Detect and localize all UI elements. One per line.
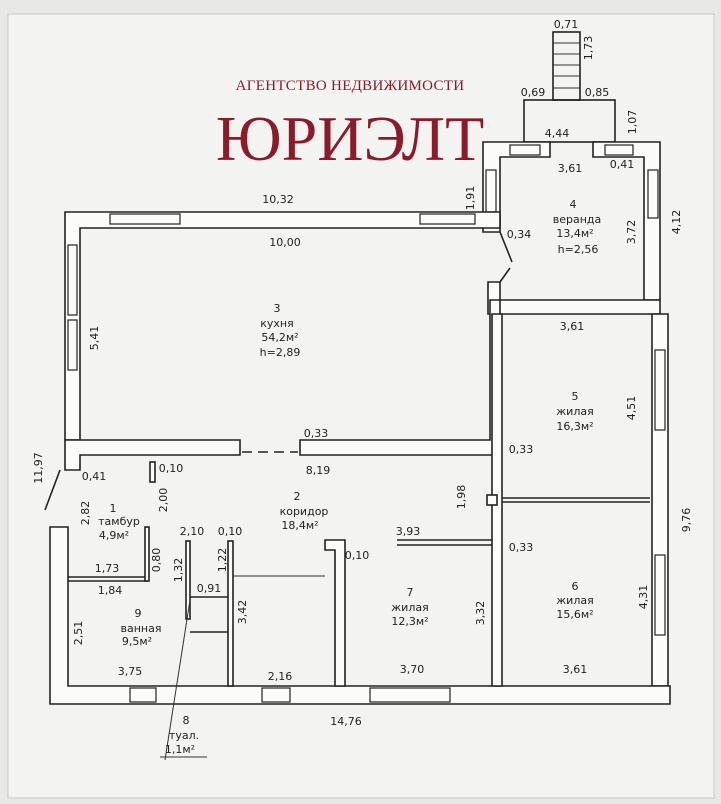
- dim-room7-side: 3,32: [474, 601, 487, 626]
- dim-door: 0,80: [150, 548, 163, 573]
- dim-tambur-height: 2,82: [79, 501, 92, 526]
- dim-bath-height: 3,42: [236, 600, 249, 625]
- room-3-area: 54,2м²: [261, 331, 298, 344]
- room-9-name: ванная: [121, 622, 162, 635]
- brand-watermark: ЮРИЭЛТ: [216, 103, 484, 174]
- dim-room7-top: 3,93: [396, 525, 421, 538]
- dim-room6-wall: 0,33: [509, 541, 534, 554]
- room-2-area: 18,4м²: [281, 519, 318, 532]
- dim-kitchen-left: 5,41: [88, 326, 101, 351]
- room-7-area: 12,3м²: [391, 615, 428, 628]
- outer-walls: [49, 211, 671, 705]
- room-4-height: h=2,56: [558, 243, 599, 256]
- room-1-area: 4,9м²: [99, 529, 129, 542]
- dimension-labels: 0,71 0,69 0,85 4,44 3,61 0,41 0,34 10,32…: [32, 18, 693, 728]
- room-1-name: тамбур: [98, 515, 140, 528]
- dim-room6-side: 4,31: [637, 585, 650, 610]
- room-5-area: 16,3м²: [556, 420, 593, 433]
- dim-wc-top: 2,10: [180, 525, 205, 538]
- room-6-area: 15,6м²: [556, 608, 593, 621]
- dim-stairs-length: 1,73: [582, 36, 595, 61]
- room-5-number: 5: [572, 390, 579, 403]
- room-9-number: 9: [135, 607, 142, 620]
- room-2-number: 2: [294, 490, 301, 503]
- room-labels: 3 кухня 54,2м² h=2,89 4 веранда 13,4м² h…: [98, 198, 601, 756]
- agency-watermark: АГЕНТСТВО НЕДВИЖИМОСТИ: [236, 78, 465, 94]
- dim-tambur-wall: 0,41: [82, 470, 107, 483]
- porch: [523, 99, 616, 143]
- dim-room7-width: 3,70: [400, 663, 425, 676]
- dim-room5-top: 3,61: [560, 320, 585, 333]
- dim-tambur-width: 2,00: [157, 488, 170, 513]
- dim-veranda-inner: 3,61: [558, 162, 583, 175]
- dim-tambur-bottom: 1,73: [95, 562, 120, 575]
- dim-wc-side: 1,32: [172, 558, 185, 583]
- dim-room7-wall: 0,10: [345, 549, 370, 562]
- dim-veranda-outer: 4,44: [545, 127, 570, 140]
- room-3-height: h=2,89: [260, 346, 301, 359]
- dim-kitchen-wall: 0,33: [304, 427, 329, 440]
- room-3-number: 3: [274, 302, 281, 315]
- dim-bottom-total: 14,76: [330, 715, 362, 728]
- dim-corridor-length: 1,98: [455, 485, 468, 510]
- room-6-number: 6: [572, 580, 579, 593]
- dim-partition-1: 0,10: [159, 462, 184, 475]
- interior-walls: [44, 299, 650, 761]
- dim-left-total: 11,97: [32, 452, 45, 484]
- dim-hall-width: 2,16: [268, 670, 293, 683]
- dim-room5-wall: 0,33: [509, 443, 534, 456]
- room-4-name: веранда: [553, 213, 602, 226]
- room-4-number: 4: [570, 198, 577, 211]
- frame: [7, 13, 715, 799]
- dim-top-outer: 10,32: [262, 193, 294, 206]
- dim-bath-top: 1,84: [98, 584, 123, 597]
- dim-wc-width: 0,91: [197, 582, 222, 595]
- dim-partition-2: 0,10: [218, 525, 243, 538]
- dim-right-total: 9,76: [680, 508, 693, 533]
- room-3-name: кухня: [260, 317, 293, 330]
- dim-porch-right: 0,85: [585, 86, 610, 99]
- room-8-number: 8: [183, 714, 190, 727]
- dim-porch-left: 0,69: [521, 86, 546, 99]
- room-6-name: жилая: [556, 594, 593, 607]
- dim-bath-left: 2,51: [72, 621, 85, 646]
- room-4-area: 13,4м²: [556, 227, 593, 240]
- dim-top-inner: 10,00: [269, 236, 301, 249]
- dim-corridor-width: 8,19: [306, 464, 331, 477]
- dim-stairs-width: 0,71: [554, 18, 579, 31]
- room-7-name: жилая: [391, 601, 428, 614]
- dim-porch-depth: 1,07: [626, 110, 639, 135]
- dim-veranda-wall: 0,41: [610, 158, 635, 171]
- room-2-name: коридор: [280, 505, 329, 518]
- dim-room5-side: 4,51: [625, 396, 638, 421]
- veranda-walls: [482, 141, 661, 315]
- dim-veranda-right: 4,12: [670, 210, 683, 235]
- dim-veranda-door: 0,34: [507, 228, 532, 241]
- room-5-name: жилая: [556, 405, 593, 418]
- dim-bath-width: 3,75: [118, 665, 143, 678]
- room-7-number: 7: [407, 586, 414, 599]
- dim-wc-side-2: 1,22: [216, 548, 229, 573]
- stairs: [552, 31, 581, 101]
- dim-room6-width: 3,61: [563, 663, 588, 676]
- room-8-name: туал.: [169, 729, 199, 742]
- room-1-number: 1: [110, 502, 117, 515]
- room-9-area: 9,5м²: [122, 635, 152, 648]
- dim-veranda-left: 1,91: [464, 186, 477, 211]
- dim-veranda-height: 3,72: [625, 220, 638, 245]
- room-8-area: 1,1м²: [165, 743, 195, 756]
